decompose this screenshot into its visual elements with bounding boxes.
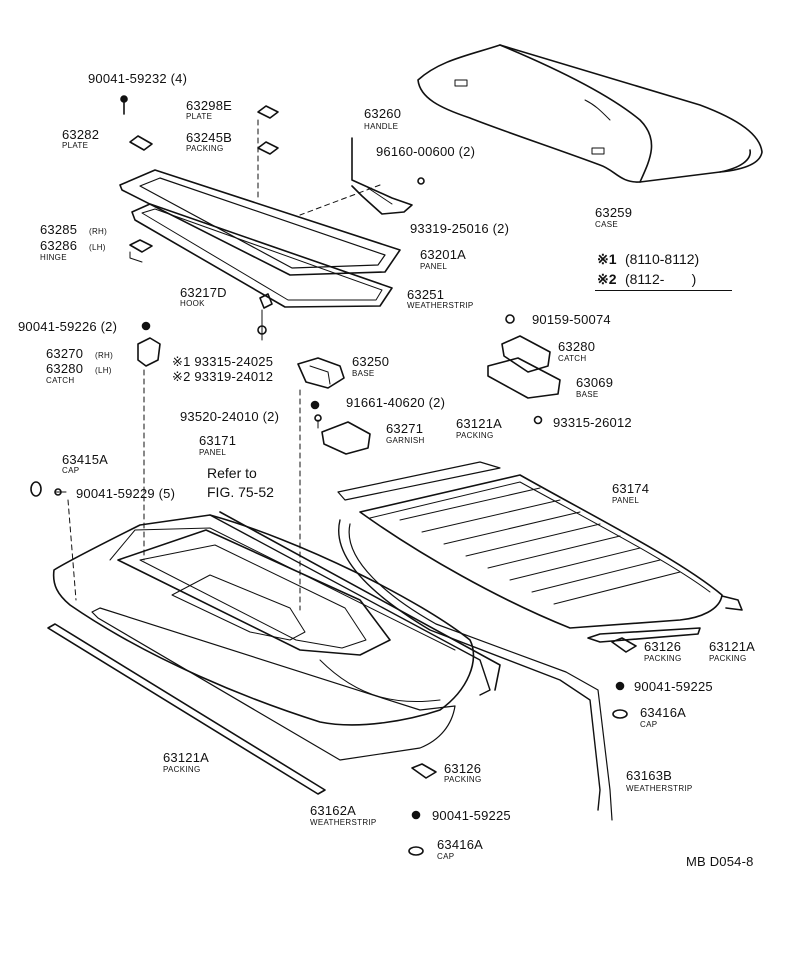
part-63217D-name: HOOK (180, 299, 205, 308)
legend-mark-2: ※2 (597, 271, 617, 287)
part-63126-mid-name: PACKING (444, 775, 482, 784)
part-63282-name: PLATE (62, 141, 89, 150)
part-63217D-num: 63217D (180, 285, 227, 300)
part-63259-name: CASE (595, 220, 618, 229)
part-90041-59229-num: 90041-59229 (5) (76, 486, 176, 501)
part-90041-59225-mid-num: 90041-59225 (432, 808, 511, 823)
part-63280-lh-num: 63280 (46, 361, 84, 376)
part-63163B-num: 63163B (626, 768, 673, 783)
part-63286-num: 63286 (40, 238, 78, 253)
part-63201A-name: PANEL (420, 262, 448, 271)
legend-range-1: (8110-8112) (624, 251, 700, 267)
part-63250-name: BASE (352, 369, 375, 378)
part-63298E-num: 63298E (186, 98, 233, 113)
left-packing-drawing (47, 607, 456, 795)
part-63250-num: 63250 (352, 354, 390, 369)
part-63162A-num: 63162A (310, 803, 357, 818)
part-63121A-right-name: PACKING (709, 654, 747, 663)
part-63121A-top-name: PACKING (456, 431, 494, 440)
part-63416A-mid-num: 63416A (437, 837, 484, 852)
part-93319-25016-num: 93319-25016 (2) (410, 221, 510, 236)
part-96160-00600-num: 96160-00600 (2) (376, 144, 476, 159)
part-63259-num: 63259 (595, 205, 633, 220)
part-63271-num: 63271 (386, 421, 424, 436)
case-bag-drawing (417, 44, 763, 183)
legend-row-1: ※1 (8110-8112) (597, 252, 699, 268)
diagram-code: MB D054-8 (686, 854, 754, 869)
part-63280-name: CATCH (558, 354, 587, 363)
part-63069-name: BASE (576, 390, 599, 399)
part-63171-num: 63171 (199, 433, 237, 448)
catch-left-name: CATCH (46, 376, 75, 385)
part-63245B-name: PACKING (186, 144, 224, 153)
part-63162A-name: WEATHERSTRIP (310, 818, 377, 827)
part-63251-num: 63251 (407, 287, 445, 302)
part-90041-59226-num: 90041-59226 (2) (18, 319, 118, 334)
part-63171-name: PANEL (199, 448, 227, 457)
hardware-drawing (30, 95, 637, 856)
part-63285-num: 63285 (40, 222, 78, 237)
part-63415A-name: CAP (62, 466, 80, 475)
legend-mark-1: ※1 (597, 251, 617, 267)
part-63270-num: 63270 (46, 346, 84, 361)
part-93315-26012-num: 93315-26012 (553, 415, 632, 430)
hinge-name: HINGE (40, 253, 67, 262)
part-90041-59225-right-num: 90041-59225 (634, 679, 713, 694)
part-63069-num: 63069 (576, 375, 614, 390)
part-63121A-left-num: 63121A (163, 750, 210, 765)
part-63260-name: HANDLE (364, 122, 399, 131)
legend-row-2: ※2 (8112- ) (597, 272, 696, 288)
part-63121A-top-num: 63121A (456, 416, 503, 431)
part-93319-24012-num: ※2 93319-24012 (172, 369, 274, 384)
weatherstrip-63251-drawing (131, 203, 393, 308)
part-63285-side: (RH) (89, 227, 108, 236)
part-63416A-right-num: 63416A (640, 705, 687, 720)
part-93520-24010-num: 93520-24010 (2) (180, 409, 280, 424)
part-90041-59232-num: 90041-59232 (4) (88, 71, 188, 86)
part-63174-name: PANEL (612, 496, 640, 505)
part-63415A-num: 63415A (62, 452, 109, 467)
part-63286-side: (LH) (89, 243, 106, 252)
sunroof-panel-drawing (119, 169, 401, 276)
part-63280-num: 63280 (558, 339, 596, 354)
part-63245B-num: 63245B (186, 130, 233, 145)
legend-range-2: (8112- ) (624, 271, 697, 287)
part-63121A-right-num: 63121A (709, 639, 756, 654)
refer-line1: Refer to (207, 465, 257, 481)
part-63271-name: GARNISH (386, 436, 425, 445)
part-63126-mid-num: 63126 (444, 761, 482, 776)
part-63260-num: 63260 (364, 106, 402, 121)
part-63201A-num: 63201A (420, 247, 467, 262)
part-63126-right-num: 63126 (644, 639, 682, 654)
part-63163B-name: WEATHERSTRIP (626, 784, 693, 793)
part-63126-right-name: PACKING (644, 654, 682, 663)
part-63416A-right-name: CAP (640, 720, 658, 729)
part-63280-lh-side: (LH) (95, 366, 112, 375)
part-63121A-left-name: PACKING (163, 765, 201, 774)
part-63282-num: 63282 (62, 127, 100, 142)
part-91661-40620-num: 91661-40620 (2) (346, 395, 446, 410)
roof-panel-63174-drawing (337, 461, 743, 821)
refer-line2: FIG. 75-52 (207, 484, 274, 500)
part-63251-name: WEATHERSTRIP (407, 301, 474, 310)
roof-panel-63171-drawing (52, 511, 501, 726)
legend-underline (595, 290, 732, 291)
part-63174-num: 63174 (612, 481, 650, 496)
part-63270-side: (RH) (95, 351, 114, 360)
part-93315-24025-num: ※1 93315-24025 (172, 354, 274, 369)
part-63416A-mid-name: CAP (437, 852, 455, 861)
part-63298E-name: PLATE (186, 112, 213, 121)
part-90159-50074-num: 90159-50074 (532, 312, 611, 327)
